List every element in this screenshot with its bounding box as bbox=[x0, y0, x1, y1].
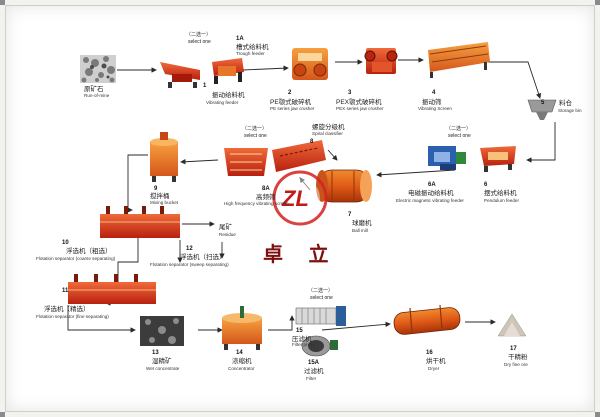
electromagnetic-feeder-machine bbox=[428, 146, 466, 170]
pe-jaw-crusher-machine bbox=[292, 48, 328, 80]
filter-press-label-en: Filter press bbox=[292, 342, 315, 347]
step-9-number: 9 bbox=[154, 186, 157, 193]
spiral-classifier-machine bbox=[272, 140, 326, 172]
flotation-rougher-machine bbox=[100, 206, 180, 238]
mixing-bucket-label-en: Mixing bucket bbox=[150, 200, 178, 205]
company-name-watermark: 卓 立 bbox=[263, 238, 339, 267]
step-4-number: 4 bbox=[432, 90, 435, 97]
dry-fine-ore-label: 干精粉 bbox=[508, 354, 528, 361]
pex-jaw-crusher-label-en: PEX series jaw crusher bbox=[336, 106, 384, 111]
dryer-label-en: Dryer bbox=[428, 366, 439, 371]
select-one-label-4: （二选一） bbox=[308, 288, 333, 295]
select-one-label-1-en: select one bbox=[188, 39, 211, 46]
thickener-label-en: Concentrator bbox=[228, 366, 255, 371]
step-6a-number: 6A bbox=[428, 182, 436, 189]
select-one-label-2: （二选一） bbox=[446, 126, 471, 133]
wet-concentrate-label-en: Wet concentrate bbox=[146, 366, 179, 371]
high-frequency-screen-label-en: High frequency vibrating screen bbox=[224, 201, 289, 206]
mixing-bucket-machine bbox=[150, 132, 178, 182]
pe-jaw-crusher-label: PE颚式破碎机 bbox=[270, 99, 311, 106]
step-1a-number: 1A bbox=[236, 36, 244, 43]
flotation-cleaner-machine bbox=[68, 274, 156, 304]
step-11-number: 11 bbox=[62, 288, 68, 295]
filter-label: 过滤机 bbox=[304, 368, 324, 375]
step-13-number: 13 bbox=[152, 350, 159, 357]
electromagnetic-feeder-label: 电磁振动给料机 bbox=[408, 190, 454, 197]
wet-concentrate-label: 湿精矿 bbox=[152, 358, 172, 365]
pex-jaw-crusher-machine bbox=[365, 48, 397, 74]
step-7-number: 7 bbox=[348, 212, 351, 219]
vibrating-screen-label-en: Vibrating Screen bbox=[418, 106, 452, 111]
select-one-label-3-en: select one bbox=[244, 133, 267, 140]
step-16-number: 16 bbox=[426, 350, 433, 357]
step-8-number: 8 bbox=[310, 139, 313, 146]
step-3-number: 3 bbox=[348, 90, 351, 97]
vibrating-feeder-machine bbox=[160, 62, 200, 88]
tailing-label-en: Residue bbox=[219, 232, 236, 237]
step-10-number: 10 bbox=[62, 240, 69, 247]
flotation-rougher-label-en: Flotation separator (coarse separating) bbox=[36, 256, 115, 261]
select-one-label-1: （二选一） bbox=[186, 32, 211, 39]
ball-mill-label-en: Ball mill bbox=[352, 228, 368, 233]
flotation-cleaner-label: 浮选机（精选） bbox=[44, 306, 90, 313]
step-17-number: 17 bbox=[510, 346, 517, 353]
spiral-classifier-label: 螺旋分级机 bbox=[312, 124, 345, 131]
step-5-number: 5 bbox=[541, 100, 544, 107]
filter-press-machine bbox=[296, 306, 346, 326]
vibrating-feeder-label: 振动给料机 bbox=[212, 92, 245, 99]
vibrating-feeder-label-en: Vibrating feeder bbox=[206, 100, 238, 105]
wet-concentrate-image bbox=[140, 316, 184, 346]
step-14-number: 14 bbox=[236, 350, 243, 357]
select-one-label-4-en: select one bbox=[310, 295, 333, 302]
step-6-number: 6 bbox=[484, 182, 487, 189]
pe-jaw-crusher-label-en: PE series jaw crusher bbox=[270, 106, 314, 111]
high-frequency-screen-label: 高频筛 bbox=[256, 194, 276, 201]
electromagnetic-feeder-label-en: Electric magnetic vibrating feeder bbox=[396, 198, 464, 203]
pendulum-feeder-machine bbox=[480, 146, 516, 172]
dry-fine-ore-label-en: Dry fine ore bbox=[504, 362, 528, 367]
flotation-scavenger-label-en: Flotation separator (sweep separating) bbox=[150, 262, 229, 267]
raw-ore-label-en: Run-of-mine bbox=[84, 93, 109, 98]
step-12-number: 12 bbox=[186, 246, 193, 253]
step-2-number: 2 bbox=[288, 90, 291, 97]
step-1-number: 1 bbox=[203, 83, 206, 90]
thickener-label: 浓缩机 bbox=[232, 358, 252, 365]
select-one-label-3: （二选一） bbox=[242, 126, 267, 133]
trough-feeder-label-en: Trough feeder bbox=[236, 51, 265, 56]
flotation-rougher-label: 浮选机（粗选） bbox=[66, 248, 112, 255]
select-one-label-2-en: select one bbox=[448, 133, 471, 140]
raw-ore-label: 原矿石 bbox=[84, 86, 104, 93]
logo-zl-text: ZL bbox=[282, 186, 309, 212]
high-frequency-screen-machine bbox=[224, 148, 268, 176]
pex-jaw-crusher-label: PEX颚式破碎机 bbox=[336, 99, 382, 106]
flotation-cleaner-label-en: Flotation separator (fine separating) bbox=[36, 314, 109, 319]
dry-fine-ore-image bbox=[498, 314, 526, 336]
step-15a-number: 15A bbox=[308, 360, 319, 367]
flotation-scavenger-label: 浮选机（扫选） bbox=[180, 254, 226, 261]
trough-feeder-label: 槽式给料机 bbox=[236, 44, 269, 51]
pendulum-feeder-label: 摆式给料机 bbox=[484, 190, 517, 197]
storage-bin-label-en: Storage bin bbox=[558, 108, 582, 113]
vibrating-screen-machine bbox=[428, 42, 490, 78]
raw-ore-image bbox=[80, 55, 116, 83]
dryer-label: 烘干机 bbox=[426, 358, 446, 365]
pendulum-feeder-label-en: Pendulum feeder bbox=[484, 198, 519, 203]
filter-label-en: Filter bbox=[306, 376, 316, 381]
spiral-classifier-label-en: Spiral classifier bbox=[312, 131, 343, 136]
thickener-machine bbox=[222, 306, 262, 350]
mixing-bucket-label: 搅拌桶 bbox=[150, 193, 170, 200]
ball-mill-label: 球磨机 bbox=[352, 220, 372, 227]
vibrating-screen-label: 振动筛 bbox=[422, 99, 442, 106]
tailing-label: 尾矿 bbox=[219, 224, 232, 231]
storage-bin-label: 料仓 bbox=[559, 100, 572, 107]
rotary-dryer-machine bbox=[393, 305, 461, 335]
step-15-number: 15 bbox=[296, 328, 303, 335]
step-8a-number: 8A bbox=[262, 186, 270, 193]
trough-feeder-machine bbox=[212, 58, 244, 84]
